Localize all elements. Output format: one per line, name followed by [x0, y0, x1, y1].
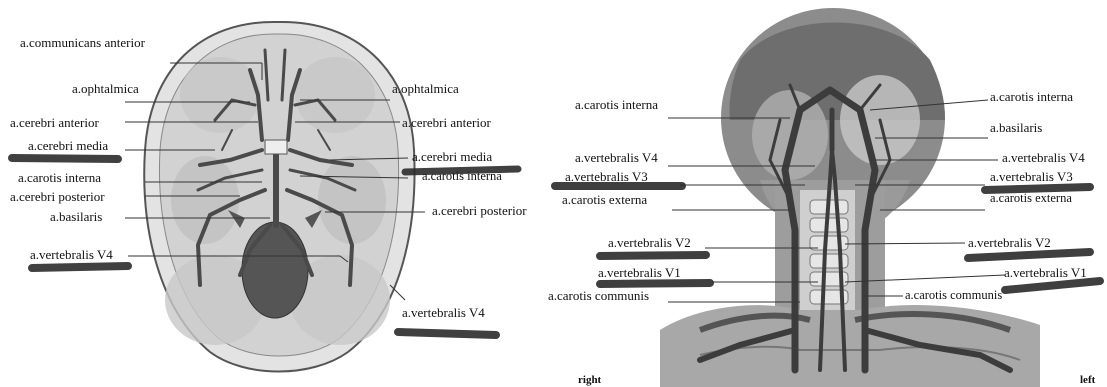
label-side-left: left — [1080, 375, 1095, 386]
label-basilaris: a.basilaris — [50, 210, 102, 223]
label-vertebralis-v2-l: a.vertebralis V2 — [968, 236, 1051, 249]
label-side-right: right — [578, 375, 601, 386]
label-vertebralis-v4-r: a.vertebralis V4 — [575, 151, 658, 164]
label-vertebralis-v3-l: a.vertebralis V3 — [990, 170, 1073, 183]
label-vertebralis-v4-lower: a.vertebralis V4 — [402, 306, 485, 319]
label-vertebralis-v4-upper: a.vertebralis V4 — [30, 248, 113, 261]
label-vertebralis-v1-l: a.vertebralis V1 — [1004, 266, 1087, 279]
label-vertebralis-v4-l: a.vertebralis V4 — [1002, 151, 1085, 164]
label-cerebri-media-right: a.cerebri media — [28, 139, 108, 152]
label-cerebri-posterior-right: a.cerebri posterior — [10, 190, 105, 203]
label-cerebri-posterior-left: a.cerebri posterior — [432, 204, 527, 217]
label-cerebri-anterior-right: a.cerebri anterior — [10, 116, 99, 129]
label-carotis-communis-r: a.carotis communis — [548, 289, 649, 302]
label-carotis-communis-l: a.carotis communis — [905, 289, 1002, 302]
label-vertebralis-v2-r: a.vertebralis V2 — [608, 236, 691, 249]
label-cerebri-media-left: a.cerebri media — [412, 150, 492, 163]
label-carotis-externa-l: a.carotis externa — [990, 192, 1072, 205]
label-ophtalmica-left: a.ophtalmica — [392, 82, 459, 95]
label-carotis-interna-right: a.carotis interna — [18, 171, 101, 184]
label-ophtalmica-right: a.ophtalmica — [72, 82, 139, 95]
label-basilaris-r-panel: a.basilaris — [990, 121, 1042, 134]
label-carotis-externa-r: a.carotis externa — [562, 193, 647, 206]
label-carotis-interna-left: a.carotis interna — [422, 170, 502, 183]
label-cerebri-anterior-left: a.cerebri anterior — [402, 116, 491, 129]
label-carotis-interna-r: a.carotis interna — [575, 98, 658, 111]
label-communicans-anterior: a.communicans anterior — [20, 36, 145, 49]
label-carotis-interna-l: a.carotis interna — [990, 90, 1073, 103]
label-vertebralis-v1-r: a.vertebralis V1 — [598, 266, 681, 279]
label-vertebralis-v3-r: a.vertebralis V3 — [565, 170, 648, 183]
